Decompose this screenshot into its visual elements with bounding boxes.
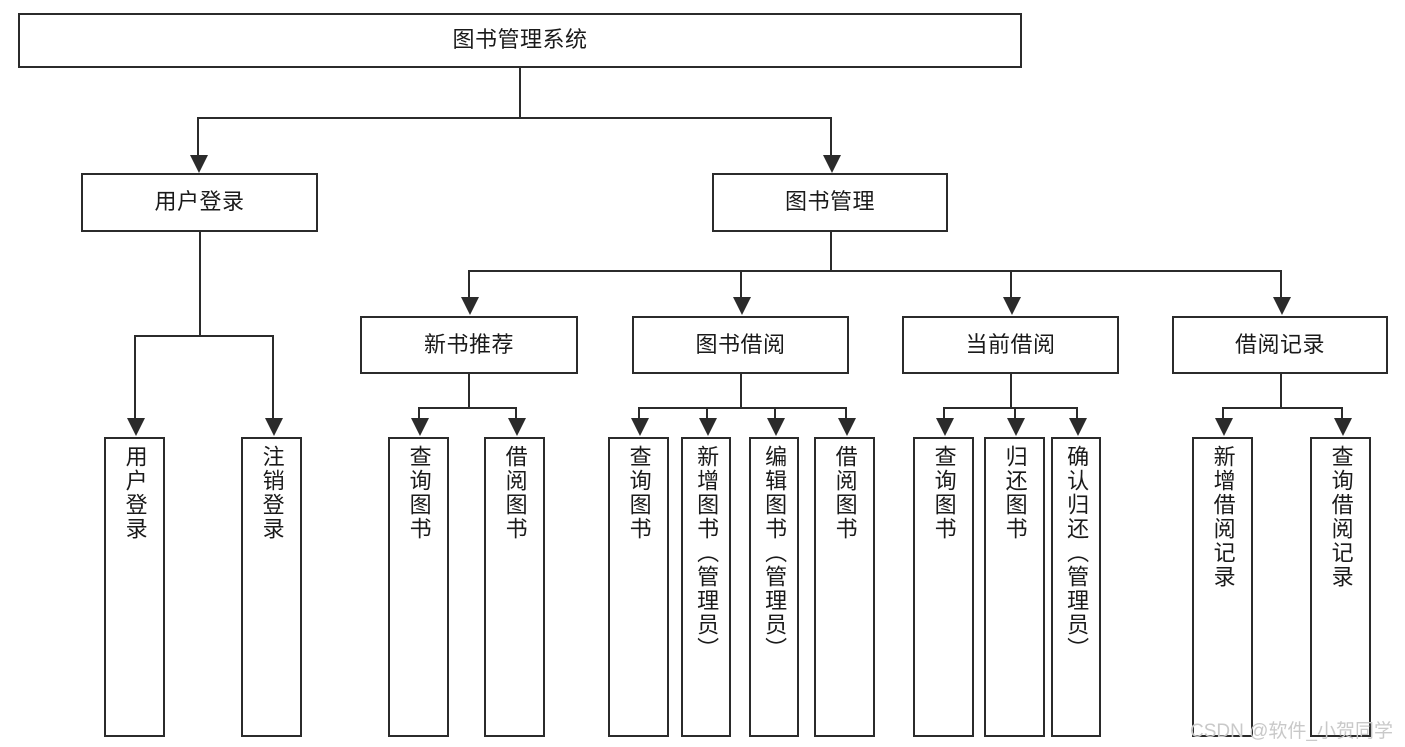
node-label: 当前借阅 xyxy=(965,331,1056,357)
node-leaf-user-login[interactable]: 用户登录 xyxy=(104,437,165,737)
root-connector-drop-0 xyxy=(197,117,199,155)
user-login-connector-drop-1 xyxy=(272,335,274,418)
node-leaf-confirm-return[interactable]: 确认归还（管理员） xyxy=(1051,437,1101,737)
new-book-recommend-connector-arrowhead-0 xyxy=(411,418,429,436)
book-borrow-connector-drop-2 xyxy=(774,407,776,418)
node-label: 编辑图书（管理员） xyxy=(762,445,788,661)
node-label: 查询图书 xyxy=(406,445,432,541)
node-label: 借阅图书 xyxy=(832,445,858,541)
root-connector-bar xyxy=(197,117,831,119)
book-borrow-connector-stem xyxy=(740,374,742,407)
book-management-connector-arrowhead-2 xyxy=(1003,297,1021,315)
node-label: 借阅图书 xyxy=(502,445,528,541)
book-management-connector-drop-2 xyxy=(1010,270,1012,297)
book-management-connector-stem xyxy=(830,232,832,270)
borrow-record-connector-bar xyxy=(1222,407,1341,409)
node-label: 图书管理系统 xyxy=(452,27,588,53)
user-login-connector-drop-0 xyxy=(134,335,136,418)
node-book-management[interactable]: 图书管理 xyxy=(712,173,948,232)
current-borrow-connector-drop-1 xyxy=(1014,407,1016,418)
book-borrow-connector-arrowhead-1 xyxy=(699,418,717,436)
current-borrow-connector-arrowhead-1 xyxy=(1007,418,1025,436)
node-leaf-borrow-book-2[interactable]: 借阅图书 xyxy=(814,437,875,737)
node-label: 借阅记录 xyxy=(1234,331,1325,357)
node-label: 新增借阅记录 xyxy=(1210,445,1236,589)
book-borrow-connector-drop-1 xyxy=(706,407,708,418)
book-borrow-connector-arrowhead-0 xyxy=(631,418,649,436)
node-leaf-logout[interactable]: 注销登录 xyxy=(241,437,302,737)
node-leaf-edit-book[interactable]: 编辑图书（管理员） xyxy=(749,437,799,737)
new-book-recommend-connector-drop-0 xyxy=(418,407,420,418)
node-label: 归还图书 xyxy=(1002,445,1028,541)
book-management-connector-arrowhead-1 xyxy=(733,297,751,315)
node-label: 图书借阅 xyxy=(695,331,786,357)
node-current-borrow[interactable]: 当前借阅 xyxy=(902,316,1119,374)
root-connector-arrowhead-0 xyxy=(190,155,208,173)
node-borrow-record[interactable]: 借阅记录 xyxy=(1172,316,1388,374)
borrow-record-connector-arrowhead-0 xyxy=(1215,418,1233,436)
node-label: 用户登录 xyxy=(122,445,148,541)
user-login-connector-stem xyxy=(199,232,201,335)
book-management-connector-drop-1 xyxy=(740,270,742,297)
new-book-recommend-connector-drop-1 xyxy=(515,407,517,418)
book-management-connector-arrowhead-0 xyxy=(461,297,479,315)
root-connector-arrowhead-1 xyxy=(823,155,841,173)
new-book-recommend-connector-arrowhead-1 xyxy=(508,418,526,436)
book-management-connector-drop-0 xyxy=(468,270,470,297)
node-label: 查询借阅记录 xyxy=(1328,445,1354,589)
node-leaf-add-book[interactable]: 新增图书（管理员） xyxy=(681,437,731,737)
node-leaf-return-book[interactable]: 归还图书 xyxy=(984,437,1045,737)
borrow-record-connector-arrowhead-1 xyxy=(1334,418,1352,436)
book-borrow-connector-bar xyxy=(638,407,845,409)
node-leaf-query-book-2[interactable]: 查询图书 xyxy=(608,437,669,737)
book-management-connector-drop-3 xyxy=(1280,270,1282,297)
borrow-record-connector-drop-0 xyxy=(1222,407,1224,418)
node-book-borrow[interactable]: 图书借阅 xyxy=(632,316,849,374)
node-user-login[interactable]: 用户登录 xyxy=(81,173,318,232)
book-borrow-connector-arrowhead-3 xyxy=(838,418,856,436)
current-borrow-connector-stem xyxy=(1010,374,1012,407)
user-login-connector-arrowhead-0 xyxy=(127,418,145,436)
node-label: 查询图书 xyxy=(626,445,652,541)
book-borrow-connector-drop-3 xyxy=(845,407,847,418)
node-leaf-query-borrow-record[interactable]: 查询借阅记录 xyxy=(1310,437,1371,737)
user-login-connector-bar xyxy=(134,335,272,337)
current-borrow-connector-drop-0 xyxy=(943,407,945,418)
user-login-connector-arrowhead-1 xyxy=(265,418,283,436)
node-label: 新书推荐 xyxy=(423,331,514,357)
book-management-connector-bar xyxy=(468,270,1280,272)
node-leaf-add-borrow-record[interactable]: 新增借阅记录 xyxy=(1192,437,1253,737)
node-new-book-recommend[interactable]: 新书推荐 xyxy=(360,316,578,374)
watermark: CSDN @软件_小贺同学 xyxy=(1190,721,1393,742)
node-label: 新增图书（管理员） xyxy=(694,445,720,661)
root-connector-stem xyxy=(519,68,521,117)
borrow-record-connector-stem xyxy=(1280,374,1282,407)
current-borrow-connector-bar xyxy=(943,407,1076,409)
new-book-recommend-connector-stem xyxy=(468,374,470,407)
node-label: 注销登录 xyxy=(259,445,285,541)
book-borrow-connector-arrowhead-2 xyxy=(767,418,785,436)
node-leaf-query-book-1[interactable]: 查询图书 xyxy=(388,437,449,737)
current-borrow-connector-drop-2 xyxy=(1076,407,1078,418)
root-connector-drop-1 xyxy=(830,117,832,155)
book-borrow-connector-drop-0 xyxy=(638,407,640,418)
node-root[interactable]: 图书管理系统 xyxy=(18,13,1022,68)
node-label: 用户登录 xyxy=(154,189,245,215)
node-label: 查询图书 xyxy=(931,445,957,541)
new-book-recommend-connector-bar xyxy=(418,407,515,409)
node-leaf-borrow-book-1[interactable]: 借阅图书 xyxy=(484,437,545,737)
node-label: 图书管理 xyxy=(784,189,875,215)
node-label: 确认归还（管理员） xyxy=(1064,445,1090,661)
node-leaf-query-book-3[interactable]: 查询图书 xyxy=(913,437,974,737)
current-borrow-connector-arrowhead-2 xyxy=(1069,418,1087,436)
book-management-connector-arrowhead-3 xyxy=(1273,297,1291,315)
borrow-record-connector-drop-1 xyxy=(1341,407,1343,418)
current-borrow-connector-arrowhead-0 xyxy=(936,418,954,436)
